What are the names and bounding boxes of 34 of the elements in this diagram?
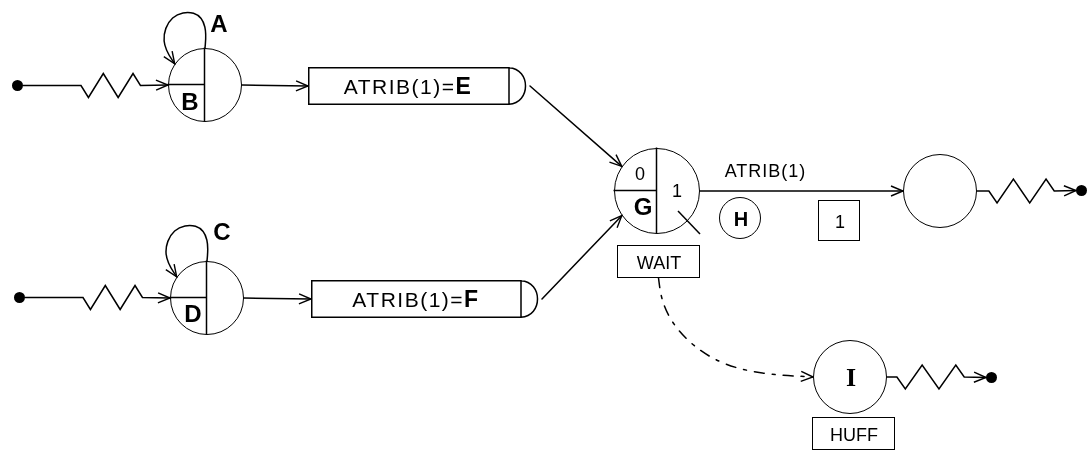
node-label: HUFF (830, 426, 878, 444)
label-box (617, 245, 700, 278)
node-label: 0 (635, 165, 645, 183)
node-label: 1 (672, 182, 682, 200)
terminal-dot (14, 292, 25, 303)
arrow (165, 224, 209, 278)
arrow (541, 214, 623, 300)
node-label: C (213, 220, 231, 244)
assignment-text: ATRIB(1)=E (343, 74, 473, 98)
arrow (163, 11, 207, 65)
node-label: D (184, 302, 202, 326)
arrow (529, 85, 623, 168)
arrow (699, 185, 904, 197)
arrow (24, 284, 171, 311)
node-label: H (733, 209, 749, 229)
arrow (886, 363, 987, 391)
node-label: B (181, 90, 199, 114)
terminal-dot (986, 372, 997, 383)
label-box (812, 417, 895, 450)
activity-number-circle (719, 197, 761, 239)
arrow (241, 80, 309, 92)
arrow (243, 293, 312, 305)
node-label: A (210, 12, 228, 36)
arrow (976, 177, 1077, 205)
arrow (22, 72, 169, 99)
node-label: G (633, 195, 653, 219)
node-label: WAIT (636, 254, 682, 272)
number-box (818, 200, 860, 241)
node-label: 1 (835, 213, 845, 231)
terminal-dot (1076, 185, 1087, 196)
terminal-dot (12, 80, 23, 91)
assignment-text: ATRIB(1)=F (352, 287, 480, 311)
arrow (657, 277, 814, 383)
node-label: I (845, 365, 857, 391)
